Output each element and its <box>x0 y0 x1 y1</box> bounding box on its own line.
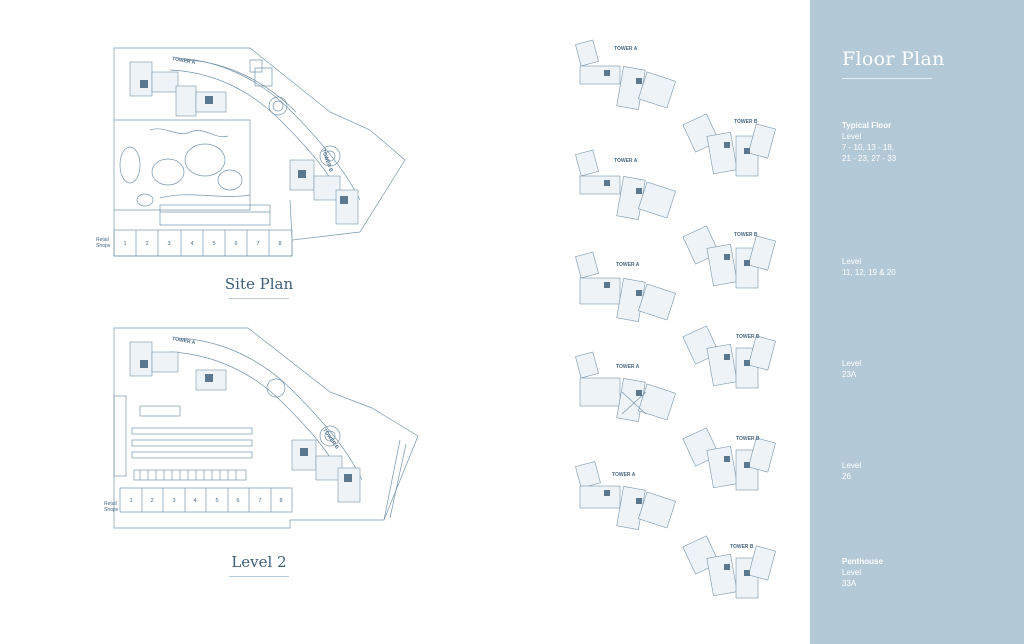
site-plan-shops <box>113 229 293 257</box>
floor-a1-label: TOWER A <box>614 46 638 52</box>
level-group-typical-floor: Typical Floor Level 7 - 10, 13 - 18, 21 … <box>842 120 896 164</box>
site-retail-label-2: Shops <box>96 243 111 249</box>
level2-shop-number: 1 <box>129 498 132 504</box>
level-line: 21 - 23, 27 - 33 <box>842 154 897 163</box>
level-line: Level <box>842 132 862 141</box>
floor-b2-label: TOWER B <box>734 232 758 238</box>
level-line: Level <box>842 568 862 577</box>
level2-tower-a-label: TOWER A <box>172 336 196 346</box>
level-line: 23A <box>842 370 857 379</box>
level-line: Level <box>842 359 862 368</box>
level-group-heading: Typical Floor <box>842 121 892 130</box>
level2-shop-number: 5 <box>215 498 218 504</box>
site-plan-caption: Site Plan <box>224 275 294 293</box>
level-2-shops <box>119 487 293 513</box>
level2-retail-label-1: Retail <box>104 501 117 507</box>
site-retail-label-1: Retail <box>96 237 109 243</box>
level-2-caption-rule <box>229 576 289 577</box>
sidebar-title-rule <box>842 78 932 79</box>
level2-shop-number: 8 <box>279 498 282 504</box>
floor-a2-label: TOWER A <box>614 158 638 164</box>
level2-shop-number: 7 <box>258 498 261 504</box>
floor-plan-sidebar: Floor Plan Typical Floor Level 7 - 10, 1… <box>810 0 1024 644</box>
floor-plan-thumbnails <box>575 39 776 599</box>
level-group-26: Level 26 <box>842 460 861 482</box>
site-plan-outline <box>113 47 406 257</box>
floor-a3-label: TOWER A <box>616 262 640 268</box>
level-line: 26 <box>842 472 851 481</box>
site-shop-number: 1 <box>123 241 126 247</box>
level2-shop-number: 4 <box>193 498 196 504</box>
level-line: Level <box>842 461 862 470</box>
level-line: Level <box>842 257 862 266</box>
sidebar-title: Floor Plan <box>842 48 945 70</box>
level-group-23a: Level 23A <box>842 358 861 380</box>
site-plan-caption-rule <box>229 298 289 299</box>
site-shop-number: 5 <box>212 241 215 247</box>
level-group-heading: Penthouse <box>842 557 883 566</box>
site-plan-drawing: TOWER A TOWER B TOWER A TOWER B TOWER A … <box>96 39 776 599</box>
site-shop-number: 3 <box>167 241 170 247</box>
level-group-11-12-19-20: Level 11, 12, 19 & 20 <box>842 256 896 278</box>
level2-shop-number: 2 <box>150 498 153 504</box>
level2-retail-label-2: Shops <box>104 507 119 513</box>
level-2-caption: Level 2 <box>231 553 287 571</box>
level-2-outline <box>113 327 419 529</box>
floor-a5-label: TOWER A <box>612 472 636 478</box>
floor-b3-label: TOWER B <box>736 334 760 340</box>
site-tower-a-label: TOWER A <box>172 56 196 66</box>
level-group-penthouse: Penthouse Level 33A <box>842 556 883 589</box>
level2-shop-number: 3 <box>172 498 175 504</box>
level-line: 33A <box>842 579 857 588</box>
level-line: 7 - 10, 13 - 18, <box>842 143 895 152</box>
floor-b4-label: TOWER B <box>736 436 760 442</box>
site-shop-number: 6 <box>234 241 237 247</box>
plan-area: TOWER A TOWER B TOWER A TOWER B TOWER A … <box>96 39 776 599</box>
site-shop-number: 4 <box>190 241 193 247</box>
site-shop-number: 2 <box>145 241 148 247</box>
floor-a4-label: TOWER A <box>616 364 640 370</box>
level2-shop-number: 6 <box>236 498 239 504</box>
level-line: 11, 12, 19 & 20 <box>842 268 896 277</box>
site-shop-number: 7 <box>256 241 259 247</box>
site-shop-number: 8 <box>278 241 281 247</box>
floor-b1-label: TOWER B <box>734 119 758 125</box>
floor-b5-label: TOWER B <box>730 544 754 550</box>
